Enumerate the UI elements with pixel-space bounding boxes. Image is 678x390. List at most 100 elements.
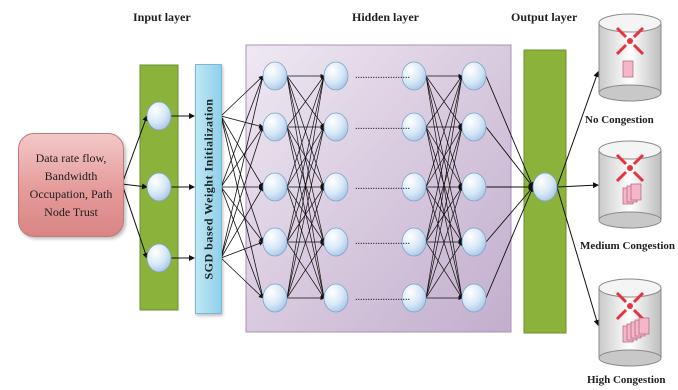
- hidden-edge: [286, 241, 325, 299]
- hidden-node: [323, 227, 349, 257]
- router-arrow-icon: [632, 153, 645, 166]
- input-line-1: Data rate flow,: [35, 151, 107, 165]
- output-edge: [485, 75, 534, 188]
- hidden-edge: [425, 75, 464, 299]
- hidden-node: [323, 61, 349, 91]
- class-edge: [556, 182, 599, 189]
- hidden-node: [323, 112, 349, 142]
- hidden-node: [401, 227, 427, 257]
- hidden-edge: [425, 75, 464, 243]
- weight-edge: [220, 115, 265, 243]
- input-line-3: Occupation, Path: [29, 187, 113, 201]
- router-arrow-icon: [615, 170, 628, 183]
- input-layer-label: Input layer: [133, 10, 191, 24]
- ellipsis-dots: ......................: [355, 181, 410, 192]
- output-edge: [485, 126, 534, 188]
- hidden-node: [262, 61, 288, 91]
- router-medium-congestion: [598, 140, 662, 229]
- router-arrow-icon: [615, 26, 628, 39]
- hidden-edge: [425, 126, 463, 243]
- weight-edge: [220, 126, 264, 188]
- weight-edge: [220, 75, 265, 259]
- ellipsis-dots: ......................: [355, 121, 410, 132]
- weight-edge: [220, 186, 264, 243]
- hidden-node: [262, 172, 288, 202]
- weight-edge: [220, 126, 265, 259]
- ellipsis-dots: ......................: [355, 236, 410, 247]
- hidden-node: [461, 283, 487, 313]
- input-features-box: Data rate flow, Bandwidth Occupation, Pa…: [18, 133, 124, 237]
- input-node: [146, 243, 172, 273]
- hidden-edge: [286, 75, 325, 188]
- hidden-edge: [286, 126, 325, 243]
- hidden-node: [461, 227, 487, 257]
- class-edge: [556, 71, 600, 188]
- weight-edge: [220, 75, 264, 117]
- hidden-edge: [425, 126, 463, 188]
- output-label-medium-congestion: Medium Congestion: [580, 240, 676, 252]
- hidden-edge: [286, 126, 325, 188]
- router-arrow-icon: [632, 43, 645, 56]
- hidden-node: [323, 172, 349, 202]
- input-edge: [121, 183, 149, 259]
- weight-edge: [220, 257, 264, 299]
- ellipsis-dots: ......................: [355, 70, 410, 81]
- hidden-node: [401, 283, 427, 313]
- hidden-node: [401, 61, 427, 91]
- weight-edge: [220, 186, 264, 299]
- hidden-node: [401, 172, 427, 202]
- output-edge: [485, 186, 534, 299]
- hidden-layer-label: Hidden layer: [352, 10, 420, 24]
- input-node: [146, 101, 172, 131]
- input-edge: [121, 183, 148, 190]
- ellipsis-dots: ......................: [355, 292, 410, 303]
- hidden-node: [401, 112, 427, 142]
- router-high-congestion: [598, 278, 662, 367]
- weight-edge: [220, 241, 264, 259]
- hidden-node: [262, 227, 288, 257]
- router-arrow-icon: [615, 291, 628, 304]
- input-node: [146, 172, 172, 202]
- router-arrow-icon: [632, 26, 645, 39]
- hidden-edge: [425, 75, 463, 128]
- hidden-edge: [286, 186, 325, 243]
- hidden-edge: [425, 241, 463, 299]
- hidden-node: [262, 283, 288, 313]
- hidden-node: [262, 112, 288, 142]
- weight-edge: [220, 75, 264, 188]
- class-edge: [556, 186, 600, 326]
- hidden-node: [461, 61, 487, 91]
- document-icon: [630, 183, 642, 201]
- router-arrow-icon: [615, 43, 628, 56]
- hidden-edge: [425, 126, 464, 299]
- sgd-initialization-bar: SGD based Weight Initialization: [195, 64, 222, 314]
- hidden-node: [461, 172, 487, 202]
- hidden-edge: [286, 75, 326, 243]
- output-layer-label: Output layer: [511, 10, 578, 24]
- hidden-edge: [425, 186, 463, 299]
- router-arrow-icon: [632, 308, 645, 321]
- document-icon: [638, 317, 650, 335]
- hidden-edge: [286, 75, 326, 299]
- router-arrow-icon: [615, 153, 628, 166]
- hidden-edge: [286, 186, 325, 299]
- router-arrow-icon: [632, 170, 645, 183]
- output-label-no-congestion: No Congestion: [585, 114, 654, 126]
- hidden-node: [461, 112, 487, 142]
- weight-edge: [220, 115, 264, 188]
- router-arrow-icon: [632, 291, 645, 304]
- router-no-congestion: [598, 13, 662, 102]
- hidden-edge: [286, 126, 326, 299]
- document-icon: [622, 60, 634, 78]
- input-edge: [121, 115, 149, 185]
- hidden-edge: [425, 75, 463, 188]
- weight-edge: [220, 115, 264, 129]
- input-line-2: Bandwidth: [44, 169, 98, 183]
- weight-edge: [220, 115, 265, 299]
- hidden-node: [323, 283, 349, 313]
- input-line-4: Node Trust: [44, 205, 98, 219]
- output-node: [532, 172, 558, 202]
- hidden-edge: [286, 75, 325, 128]
- output-label-high-congestion: High Congestion: [587, 374, 666, 386]
